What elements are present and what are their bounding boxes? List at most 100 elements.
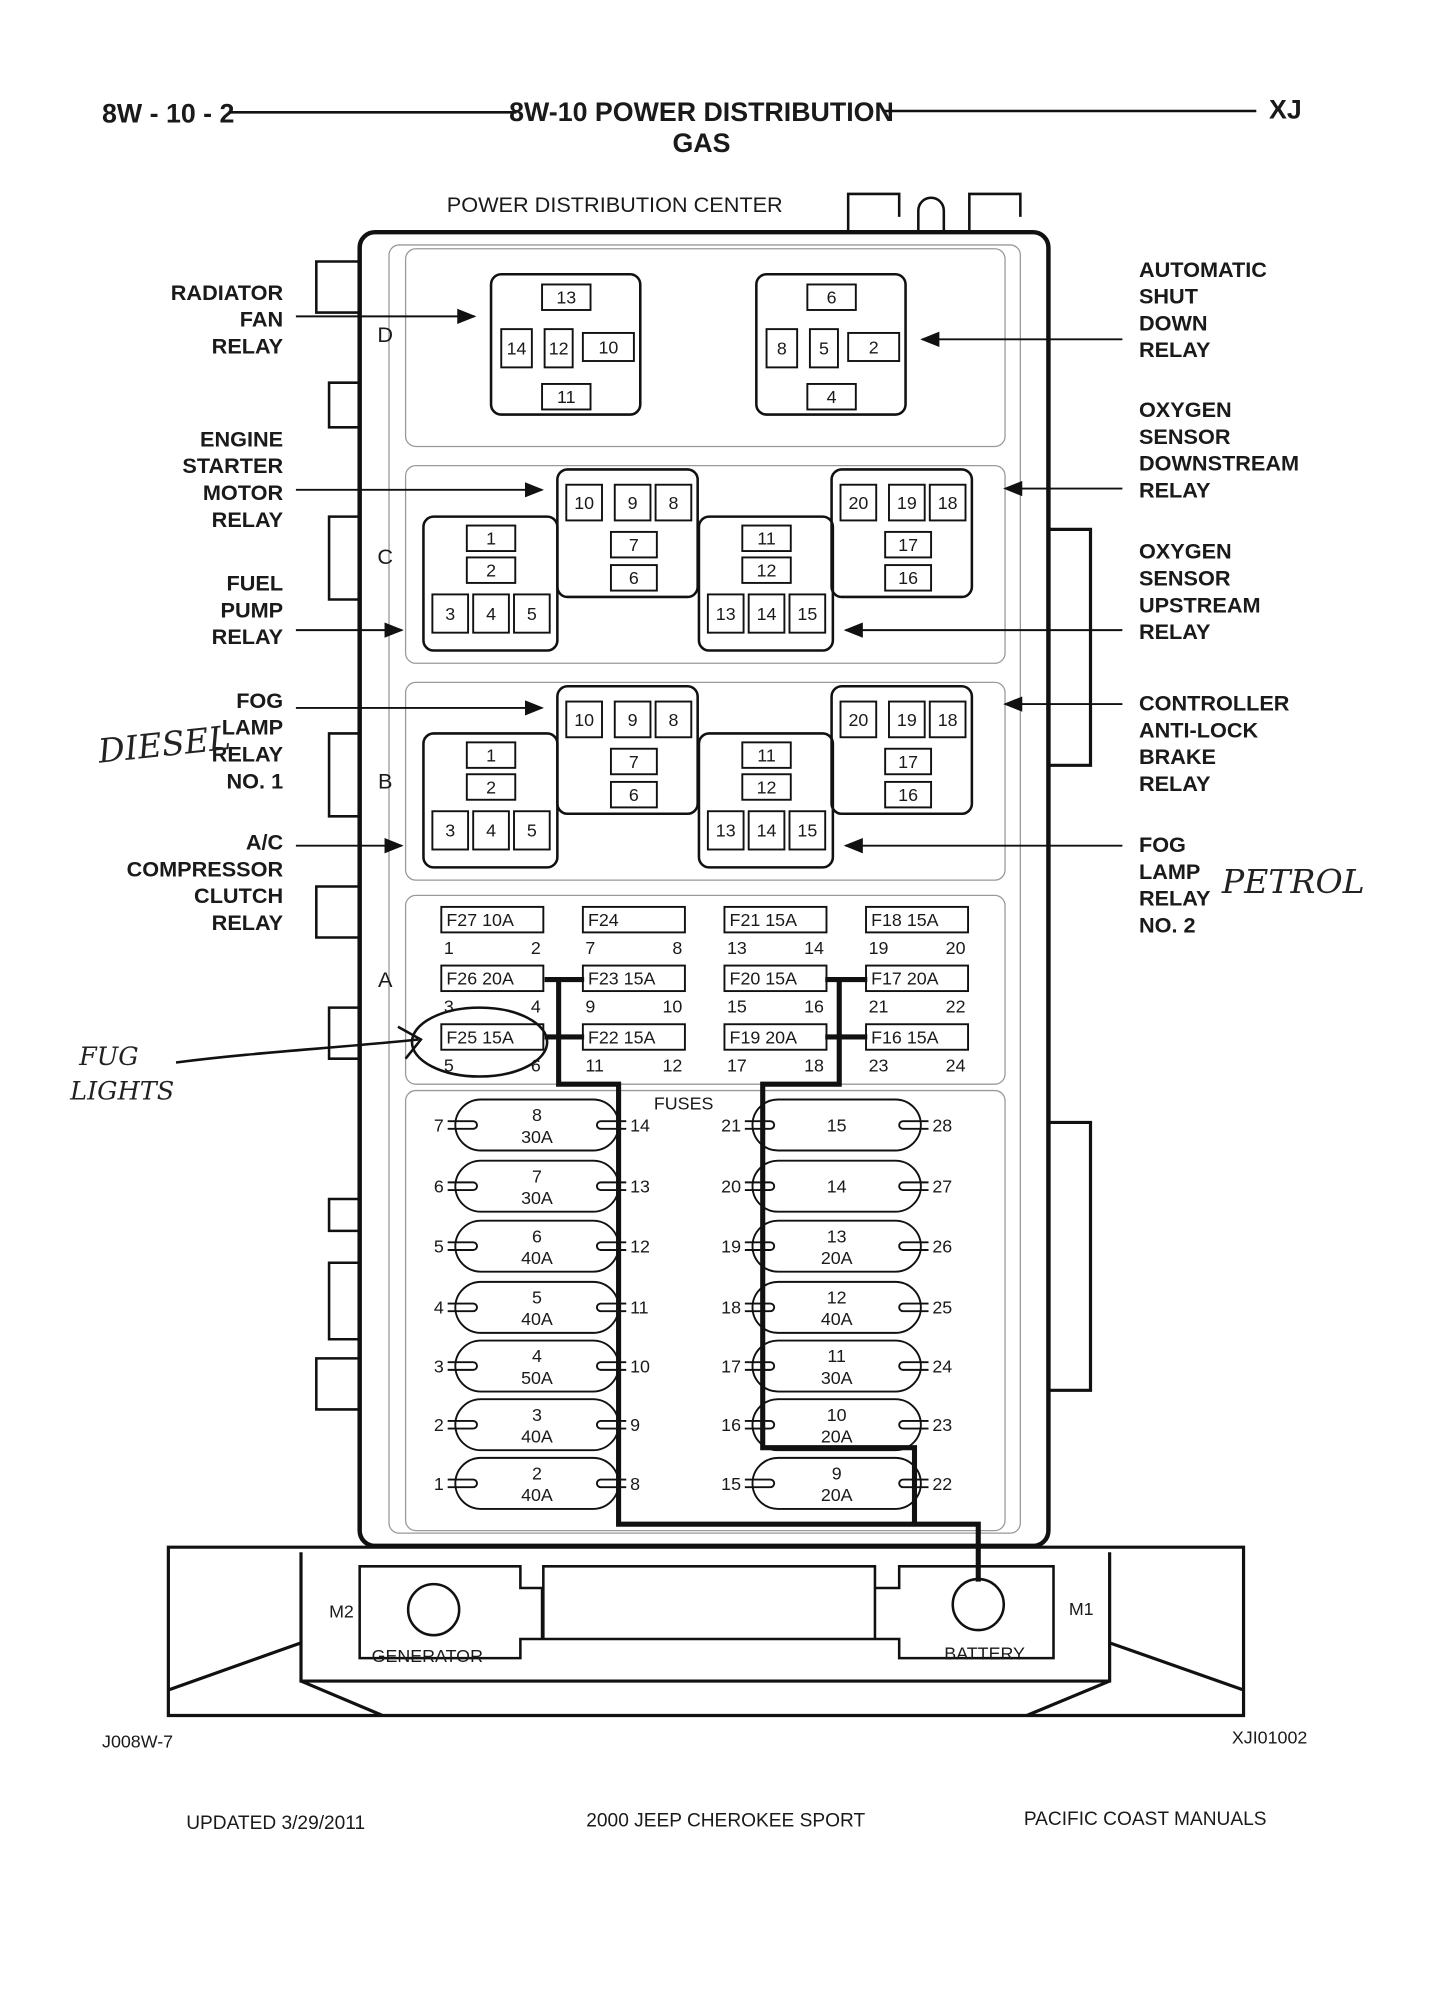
relay-body [422,732,559,869]
relay-pin: 5 [527,821,537,841]
fuse-label: F20 15A [730,969,798,989]
label-line: RELAY [212,507,284,532]
bus-bar-left [544,977,981,1582]
relay-pin: 10 [574,493,594,513]
fuse-pin-in: 7 [434,1115,444,1135]
section-label-d: D [377,322,393,347]
relay-pin: 10 [598,337,618,357]
updated-date: UPDATED 3/29/2011 [186,1813,365,1834]
section-panel [404,894,1006,1085]
relay-pin: 14 [757,604,777,624]
fuse-pin: 9 [585,997,595,1017]
relay-pin: 12 [757,777,777,797]
relay-body [755,273,907,416]
m1-label: M1 [1069,1599,1094,1619]
relay-body [422,515,559,652]
relay-cell [839,483,878,522]
relay-cell [513,810,551,851]
handwritten-fog: FUG [78,1042,139,1072]
fuse-pin-in: 21 [721,1115,741,1135]
fuse-pin-out: 10 [630,1356,650,1376]
relay-cell [465,741,517,769]
section-panel [404,248,1006,448]
fuse-slot [581,905,686,934]
fuse-terminals [744,1241,929,1251]
fuse-pin-out: 8 [630,1474,640,1494]
fuse-slot [440,1023,545,1051]
relay-pin: 8 [668,493,678,513]
label-line: UPSTREAM [1139,592,1261,617]
relay-pin: 1 [486,745,496,765]
relay-pin: 4 [827,387,837,407]
fuse-pin-in: 19 [721,1237,741,1257]
relay-pin: 11 [557,387,576,407]
fuse-pin: 14 [804,938,824,958]
fuse-body [751,1339,922,1393]
fuse-terminals [744,1478,929,1489]
relay-pin: 15 [797,821,817,841]
relay-cell [839,700,878,739]
relay-cell [806,283,857,311]
fuse-pin: 5 [444,1055,454,1075]
fuse-amperage: 20A [821,1485,853,1505]
fuse-body [751,1098,922,1152]
section-panel [404,464,1006,664]
page-ref: 8W - 10 - 2 [102,98,234,128]
fuse-terminals [447,1419,627,1430]
fuse-pin-out: 28 [932,1115,952,1135]
relay-cell [465,556,517,584]
fuse-number: 9 [832,1464,842,1484]
label-line: RELAY [1139,771,1211,796]
relay-cell [472,810,510,851]
fuse-pin-out: 13 [630,1177,650,1197]
label-line: OXYGEN [1139,539,1232,564]
fuse-pin: 16 [804,997,824,1017]
relay-pin: 12 [757,561,777,581]
side-clips-right [1048,527,1093,1392]
fuse-amperage: 40A [521,1427,553,1447]
label-line: RELAY [212,333,284,358]
relay-pin: 2 [486,561,496,581]
relay-cell [808,328,839,369]
fuse-number: 5 [532,1288,542,1308]
handwritten-arrow [175,1025,423,1064]
fuse-pin-in: 5 [434,1237,444,1257]
label-line: COMPRESSOR [127,856,284,881]
relay-cell [706,810,745,851]
section-label-c: C [377,544,393,569]
fuse-pin: 15 [727,997,747,1017]
publisher: PACIFIC COAST MANUALS [1024,1809,1267,1830]
label-line: FUEL [227,571,284,596]
relay-cell [928,483,967,522]
fuses-label: FUSES [654,1094,714,1114]
relay-cell [431,810,470,851]
fuse-label: F26 20A [446,969,514,989]
fuse-amperage: 50A [521,1368,553,1388]
label-line: ANTI-LOCK [1139,717,1259,742]
fuse-label: F27 10A [446,910,514,930]
fuse-number: 4 [532,1346,542,1366]
fuse-pin-out: 26 [932,1237,952,1257]
fuse-amperage: 30A [521,1127,553,1147]
relay-body [489,273,642,416]
fuse-slot [723,905,828,934]
fuse-pin: 18 [804,1055,824,1075]
fuse-number: 7 [532,1166,542,1186]
label-line: CLUTCH [194,883,283,908]
relay-pin: 10 [574,710,594,730]
fuse-amperage: 40A [521,1248,553,1268]
fuse-pin: 4 [531,997,541,1017]
fuse-body [751,1280,922,1334]
